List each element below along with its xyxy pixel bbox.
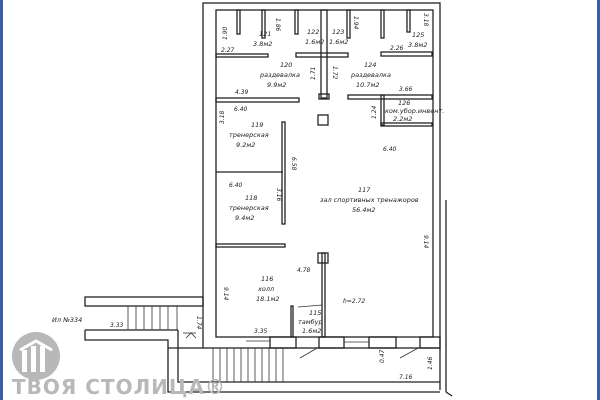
dimension: 4.39: [235, 89, 249, 96]
right-border: [597, 0, 600, 400]
dimension: 2.27: [221, 47, 235, 54]
room-area: 2.2м2: [393, 115, 412, 123]
room-number: 116: [261, 275, 273, 283]
dimension: 1.94: [352, 16, 359, 30]
room-number: 118: [245, 194, 257, 202]
dimension: 3.18: [219, 110, 226, 124]
dimension: 2.26: [390, 45, 404, 52]
dimension: 6.40: [234, 106, 248, 113]
room-area: 56.4м2: [352, 206, 376, 214]
room-name: зал спортивных тренажоров: [320, 196, 419, 204]
room-area: 1.6м2: [305, 38, 324, 46]
room-area: 9.4м2: [235, 214, 254, 222]
room-number: 120: [280, 61, 292, 69]
dimension: 6.40: [383, 146, 397, 153]
room-name: ком.убор.инвент.: [385, 107, 444, 115]
room-name: холл: [257, 285, 274, 293]
dimension-labels: 1.90 1.86 1.94 3.18 2.27 2.26 1.71 1.72 …: [52, 13, 434, 381]
dimension: 1.72: [331, 66, 338, 80]
dimension: 9.14: [222, 287, 229, 301]
room-area: 1.6м2: [302, 327, 321, 335]
dimension: 3.18: [422, 13, 429, 27]
top-partitions: [215, 9, 433, 338]
room-number: 119: [251, 121, 263, 129]
room-area: 3.8м2: [408, 41, 427, 49]
room-number: 122: [307, 28, 319, 36]
dimension: 6.40: [229, 182, 243, 189]
dimension: 4.78: [297, 267, 311, 274]
wall-line: [445, 391, 453, 397]
room-labels: 121 3.8м2 122 1.6м2 123 1.6м2 125 3.8м2 …: [229, 28, 444, 335]
room-name: тренерская: [229, 204, 269, 212]
dimension: 3.35: [254, 328, 268, 335]
room-name: раздевалка: [259, 71, 300, 79]
room-name: тамбур: [298, 318, 323, 326]
watermark-logo: [12, 332, 60, 380]
dimension: 1.71: [310, 67, 317, 80]
dimension: 1.24: [371, 105, 378, 119]
dimension: 6.58: [290, 157, 297, 171]
dimension: 1.90: [222, 26, 229, 40]
room-number: 117: [358, 186, 371, 194]
room-area: 9.2м2: [236, 141, 255, 149]
dimension: 1.74: [195, 316, 202, 330]
room-area: 10.7м2: [356, 81, 380, 89]
room-area: 9.9м2: [267, 81, 286, 89]
ceiling-height: h=2.72: [343, 298, 365, 305]
neighbor-label: Ил №334: [52, 316, 82, 324]
room-number: 123: [332, 28, 344, 36]
left-border: [0, 0, 3, 400]
dimension: 9.14: [422, 235, 429, 249]
dimension: 1.86: [274, 18, 281, 32]
dimension: 3.16: [275, 188, 282, 202]
room-area: 3.8м2: [253, 40, 272, 48]
dimension: 3.33: [110, 322, 124, 329]
room-number: 121: [259, 30, 271, 38]
room-number: 126: [398, 99, 410, 107]
column: [317, 114, 329, 126]
dimension: 0.47: [379, 349, 386, 363]
dimension: 1.46: [427, 356, 434, 370]
room-number: 125: [412, 31, 424, 39]
room-name: тренерская: [229, 131, 269, 139]
dimension: 7.16: [399, 374, 413, 381]
room-name: раздевалка: [350, 71, 391, 79]
room-number: 124: [364, 61, 376, 69]
room-area: 18.1м2: [256, 295, 280, 303]
room-number: 115: [309, 309, 321, 317]
dimension: 3.66: [399, 86, 413, 93]
watermark-text: ТВОЯ СТОЛИЦА®: [12, 375, 226, 399]
stairs: [84, 296, 440, 393]
room-area: 1.6м2: [329, 38, 348, 46]
